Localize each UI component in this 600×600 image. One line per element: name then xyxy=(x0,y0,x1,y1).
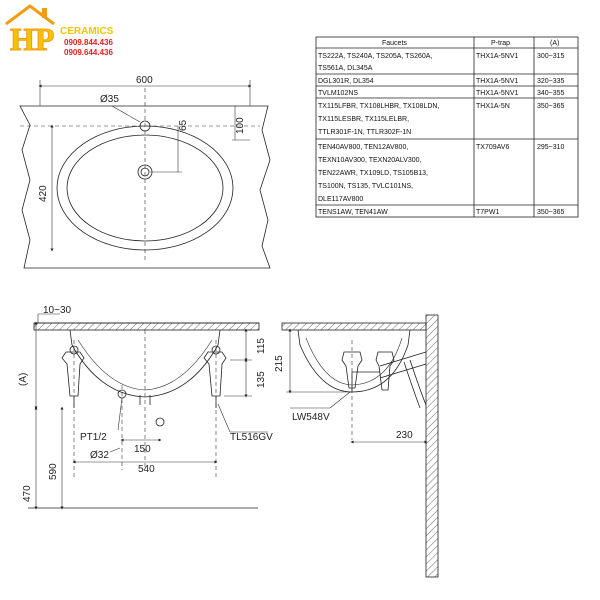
table-cell-faucets: TEN40AV800, TEN12AV800, xyxy=(318,144,408,151)
table-row: DGL301R, DL354 THX1A-5NV1 320~335 xyxy=(318,78,565,85)
table-cell-faucets: TEXN10AV300, TEXN20ALV300, xyxy=(318,157,422,164)
table-cell-faucets: DGL301R, DL354 xyxy=(318,78,374,85)
basin-inner xyxy=(66,134,224,242)
table-row: TVLM102NS THX1A-5NV1 340~355 xyxy=(318,90,565,97)
dim-420: 420 xyxy=(38,185,49,202)
table-cell-faucets: TS100N, TS135, TVLC101NS, xyxy=(318,183,413,190)
chimney-icon xyxy=(42,8,47,18)
brand-logo: HP CERAMICS 0909.844.436 0909.644.436 xyxy=(5,4,114,58)
table-cell-faucets: DLE117AV800 xyxy=(318,196,363,203)
dim-150: 150 xyxy=(134,444,151,455)
table-cell-faucets: TVLM102NS xyxy=(318,90,358,97)
dim-100: 100 xyxy=(235,117,246,134)
spec-table: Faucets P-trap (A) TS222A, TS240A, TS205… xyxy=(315,36,579,218)
brand-phone-1: 0909.844.436 xyxy=(64,38,113,47)
logo-letters: HP xyxy=(10,21,54,57)
table-row: TEN40AV800, TEN12AV800, TEXN10AV300, TEX… xyxy=(318,144,565,203)
table-cell-a: 340~355 xyxy=(537,90,565,97)
table-row: TS222A, TS240A, TS205A, TS260A, TS561A, … xyxy=(318,53,565,72)
dim-230: 230 xyxy=(396,430,413,441)
part-lw548v: LW548V xyxy=(292,412,330,423)
dim-65: 65 xyxy=(178,119,189,131)
front-view: 10~30 115 135 TL516GV (A) 590 470 PT1/2 … xyxy=(18,305,273,510)
dim-a: (A) xyxy=(18,373,29,386)
table-cell-ptrap: T7PW1 xyxy=(476,209,499,216)
table-row: TX115LFBR, TX108LHBR, TX108LDN, TX115LES… xyxy=(318,103,565,136)
table-cell-ptrap: THX1A-5N xyxy=(476,103,510,110)
dim-hole-dia: Ø35 xyxy=(100,94,119,105)
part-tl516gv: TL516GV xyxy=(230,432,273,443)
table-cell-a: 350~365 xyxy=(537,209,565,216)
dim-dia32: Ø32 xyxy=(90,450,109,461)
top-view: 600 Ø35 65 100 420 xyxy=(19,75,271,269)
table-cell-a: 300~315 xyxy=(537,53,565,60)
table-header-a: (A) xyxy=(550,40,559,47)
table-cell-faucets: TS222A, TS240A, TS205A, TS260A, xyxy=(318,53,432,60)
table-cell-ptrap: THX1A-5NV1 xyxy=(476,78,519,85)
table-cell-ptrap: THX1A-5NV1 xyxy=(476,53,519,60)
dim-deck: 10~30 xyxy=(43,305,72,316)
table-cell-faucets: TX115LFBR, TX108LHBR, TX108LDN, xyxy=(318,103,439,110)
table-row: TENS1AW, TEN41AW T7PW1 350~365 xyxy=(318,209,565,216)
table-cell-a: 320~335 xyxy=(537,78,565,85)
dim-215: 215 xyxy=(274,355,285,372)
table-cell-faucets: TEN22AWR, TX109LD, TS105B13, xyxy=(318,170,428,177)
side-view: 215 LW548V 230 xyxy=(274,314,439,578)
table-cell-ptrap: THX1A-5NV1 xyxy=(476,90,519,97)
dim-115: 115 xyxy=(256,338,267,354)
table-cell-a: 295~310 xyxy=(537,144,565,151)
bracket-left xyxy=(61,351,85,397)
table-cell-faucets: TENS1AW, TEN41AW xyxy=(318,209,388,216)
brand-name: CERAMICS xyxy=(60,26,114,37)
dim-590: 590 xyxy=(48,463,59,480)
table-cell-faucets: TTLR301F-1N, TTLR302F-1N xyxy=(318,129,411,136)
dim-135: 135 xyxy=(256,371,267,388)
dim-width: 600 xyxy=(136,75,153,86)
table-header-faucets: Faucets xyxy=(382,40,407,47)
bracket-right xyxy=(203,351,227,397)
brand-phone-2: 0909.644.436 xyxy=(64,48,113,57)
table-cell-faucets: TS561A, DL345A xyxy=(318,65,373,72)
table-header-ptrap: P-trap xyxy=(491,40,510,47)
table-cell-a: 350~365 xyxy=(537,103,565,110)
table-cell-ptrap: TX709AV6 xyxy=(476,144,509,151)
dim-470: 470 xyxy=(22,485,33,502)
dim-540: 540 xyxy=(138,464,155,475)
table-cell-faucets: TX115LESBR, TX115LELBR, xyxy=(318,116,409,123)
label-pt: PT1/2 xyxy=(80,432,107,443)
